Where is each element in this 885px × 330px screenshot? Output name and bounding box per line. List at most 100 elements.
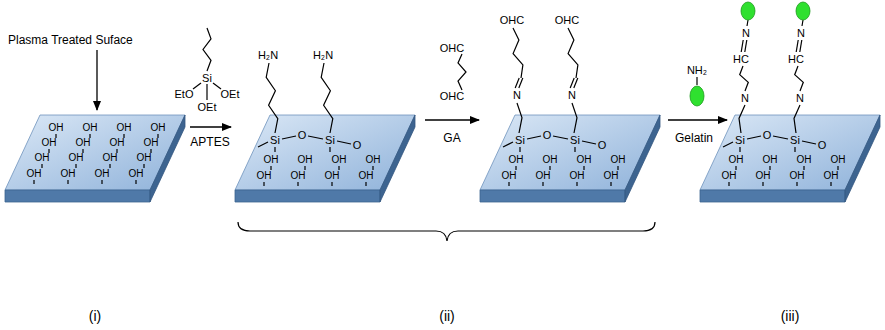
hydroxyl-label: OH [144, 138, 159, 148]
alkyl-chain [794, 105, 800, 133]
atom-label: N [797, 28, 805, 39]
bond-line [193, 83, 201, 89]
bond-line [773, 136, 788, 139]
bond-line [135, 180, 136, 184]
atom-label: O [763, 130, 772, 141]
alkyl-chain [572, 103, 577, 133]
alkyl-chain [266, 63, 278, 133]
atom-label: Si [202, 73, 212, 84]
gelatin-blob [690, 86, 704, 106]
atom-label: O [598, 140, 607, 151]
bond-line [802, 20, 803, 26]
hydroxyl-label: OH [95, 169, 110, 179]
hydroxyl-label: OH [359, 171, 374, 181]
bond-line [101, 180, 102, 184]
atom-label: N [741, 93, 749, 104]
bond-line [576, 182, 577, 186]
atom-label: Si [735, 135, 745, 146]
hydroxyl-label: OH [509, 155, 524, 165]
hydroxyl-label: OH [729, 155, 744, 165]
hydroxyl-label: OH [27, 169, 42, 179]
bond-line [41, 164, 42, 168]
atom-label: OHC [555, 15, 579, 26]
bond-line [519, 78, 523, 88]
hydroxyl-label: OH [137, 153, 152, 163]
slab-front [5, 190, 150, 202]
bond-line [723, 142, 733, 147]
alkyl-chain [740, 66, 749, 91]
bond-line [739, 147, 740, 152]
hydroxyl-label: OH [117, 123, 132, 133]
atom-label: N [513, 90, 521, 101]
pointer-arrow [96, 50, 97, 110]
bond-line [143, 164, 144, 168]
bond-line [570, 78, 574, 88]
step-label: GA [443, 132, 460, 144]
bond-line [329, 147, 330, 152]
atom-label: N [568, 90, 576, 101]
gelatin-blob [796, 2, 810, 20]
atom-label: N [796, 93, 804, 104]
atom-label: O [818, 140, 827, 151]
bond-line [803, 166, 804, 170]
bond-line [515, 166, 516, 170]
bond-line [67, 180, 68, 184]
hydroxyl-label: OH [763, 155, 778, 165]
hydroxyl-label: OH [611, 155, 626, 165]
slab-front [700, 190, 845, 202]
hydroxyl-label: OH [722, 171, 737, 181]
hydroxyl-label: OH [298, 155, 313, 165]
atom-label: N [742, 28, 750, 39]
atom-label: Si [270, 135, 280, 146]
step-label: Gelatin [675, 132, 713, 144]
step-label: (i) [89, 309, 101, 323]
hydroxyl-label: OH [35, 153, 50, 163]
slab-side [150, 115, 185, 202]
bond-line [553, 136, 568, 139]
reaction-arrow [190, 126, 231, 128]
bond-line [830, 182, 831, 186]
bond-line [583, 166, 584, 170]
hydroxyl-label: OH [42, 138, 57, 148]
bond-line [794, 147, 795, 152]
atom-label: Si [790, 135, 800, 146]
bond-line [747, 20, 748, 26]
bond-line [274, 147, 275, 152]
hydroxyl-label: OH [291, 171, 306, 181]
bond-line [503, 142, 513, 147]
hydroxyl-label: OH [366, 155, 381, 165]
hydroxyl-label: OH [831, 155, 846, 165]
atom-label: OHC [500, 15, 524, 26]
bond-line [610, 182, 611, 186]
bond-line [258, 142, 268, 147]
atom-label: OHC [440, 43, 464, 54]
bond-line [574, 147, 575, 152]
hydroxyl-label: OH [151, 123, 166, 133]
hydroxyl-label: OH [797, 155, 812, 165]
bond-line [527, 136, 541, 139]
bond-line [617, 166, 618, 170]
hydroxyl-label: OH [332, 155, 347, 165]
atom-label: Si [570, 135, 580, 146]
slab-side [845, 115, 880, 202]
bond-line [33, 180, 34, 184]
atom-label: H₂N [313, 50, 333, 61]
hydroxyl-label: OH [61, 169, 76, 179]
alkyl-chain [203, 28, 211, 71]
step-label: (ii) [439, 309, 455, 323]
substrate-slabs [5, 115, 880, 202]
slab-front [235, 190, 380, 202]
hydroxyl-label: OH [103, 153, 118, 163]
hydroxyl-label: OH [69, 153, 84, 163]
hydroxyl-label: OH [325, 171, 340, 181]
reaction-arrow [425, 119, 479, 121]
reaction-arrow [668, 119, 727, 121]
alkyl-chain [795, 66, 804, 91]
alkyl-chain [568, 28, 578, 78]
alkyl-chain [517, 103, 522, 133]
slab-side [625, 115, 660, 202]
atom-label: HC [788, 54, 804, 65]
bond-line [837, 166, 838, 170]
atom-label: Si [515, 135, 525, 146]
hydroxyl-label: OH [577, 155, 592, 165]
